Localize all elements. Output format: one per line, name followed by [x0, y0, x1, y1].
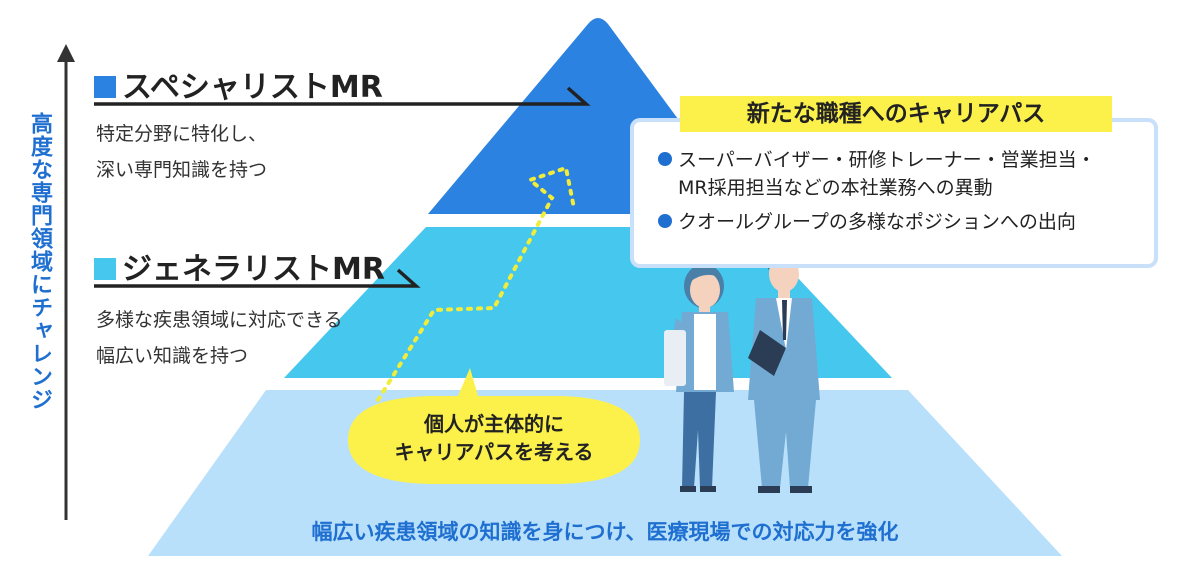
- generalist-arrow: [94, 268, 421, 288]
- career-item1-line1: スーパーバイザー・研修トレーナー・営業担当・: [678, 149, 1096, 171]
- specialist-square-icon: [94, 76, 116, 98]
- generalist-desc-line1: 多様な疾患領域に対応できる: [96, 309, 343, 331]
- businesspeople-illustration: [664, 252, 820, 493]
- bubble-line2: キャリアパスを考える: [394, 440, 594, 464]
- businesswoman-figure: [664, 264, 734, 492]
- generalist-title: ジェネラリストMR: [122, 252, 385, 287]
- career-path-title: 新たな職種へのキャリアパス: [746, 101, 1046, 127]
- speech-bubble-shape: [348, 368, 640, 484]
- base-tier-text: 幅広い疾患領域の知識を身につけ、医療現場での対応力を強化: [311, 520, 899, 544]
- career-item1-line2: MR採用担当などの本社業務への異動: [678, 177, 993, 199]
- career-path-dotted-line: [376, 165, 576, 402]
- speech-bubble-text: 個人が主体的に キャリアパスを考える: [348, 410, 640, 466]
- specialist-title: スペシャリストMR: [122, 70, 383, 105]
- specialist-desc-line2: 深い専門知識を持つ: [96, 159, 268, 181]
- career-path-item-2: クオールグループの多様なポジションへの出向: [658, 208, 1096, 236]
- specialist-description: 特定分野に特化し、 深い専門知識を持つ: [96, 116, 267, 188]
- generalist-desc-line2: 幅広い知識を持つ: [96, 345, 249, 367]
- specialist-desc-line1: 特定分野に特化し、: [96, 123, 268, 145]
- bullet-icon: [658, 214, 672, 228]
- generalist-square-icon: [94, 258, 116, 280]
- career-path-item-1: スーパーバイザー・研修トレーナー・営業担当・: [658, 146, 1096, 174]
- generalist-title-block: ジェネラリストMR: [94, 244, 385, 288]
- career-path-list: スーパーバイザー・研修トレーナー・営業担当・ MR採用担当などの本社業務への異動…: [658, 146, 1096, 236]
- axis-label: 高度な専門領域にチャレンジ: [27, 112, 52, 411]
- career-path-title-highlight: [680, 96, 1112, 132]
- businessman-figure: [748, 252, 820, 493]
- career-path-box: [630, 118, 1158, 268]
- axis-arrow-head: [57, 44, 75, 62]
- specialist-title-block: スペシャリストMR: [94, 62, 383, 106]
- specialist-arrow: [94, 86, 591, 106]
- bullet-icon: [658, 152, 672, 166]
- bubble-line1: 個人が主体的に: [424, 412, 564, 436]
- generalist-description: 多様な疾患領域に対応できる 幅広い知識を持つ: [96, 302, 343, 374]
- career-item2: クオールグループの多様なポジションへの出向: [678, 211, 1076, 233]
